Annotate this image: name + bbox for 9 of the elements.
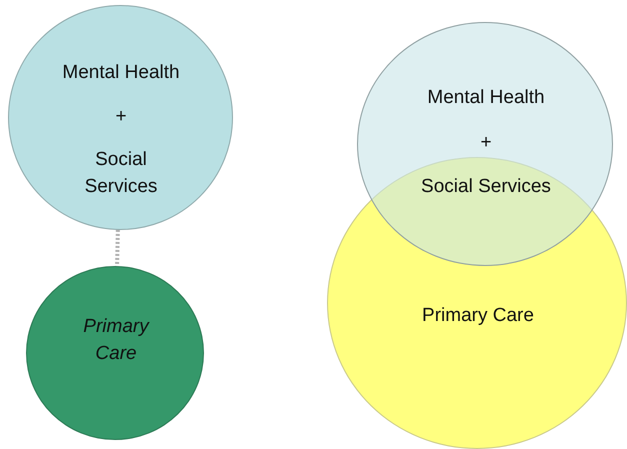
node-label: + bbox=[114, 105, 128, 129]
node-label: Mental Health bbox=[426, 86, 546, 110]
node-label: Social Services bbox=[420, 175, 552, 199]
connector-line bbox=[115, 230, 120, 266]
node-label: Primary Care bbox=[82, 315, 150, 366]
node-label: Primary Care bbox=[421, 304, 535, 328]
node-label: Mental Health bbox=[61, 61, 181, 85]
node-label: Social Services bbox=[84, 148, 158, 199]
node-label: + bbox=[479, 131, 493, 155]
